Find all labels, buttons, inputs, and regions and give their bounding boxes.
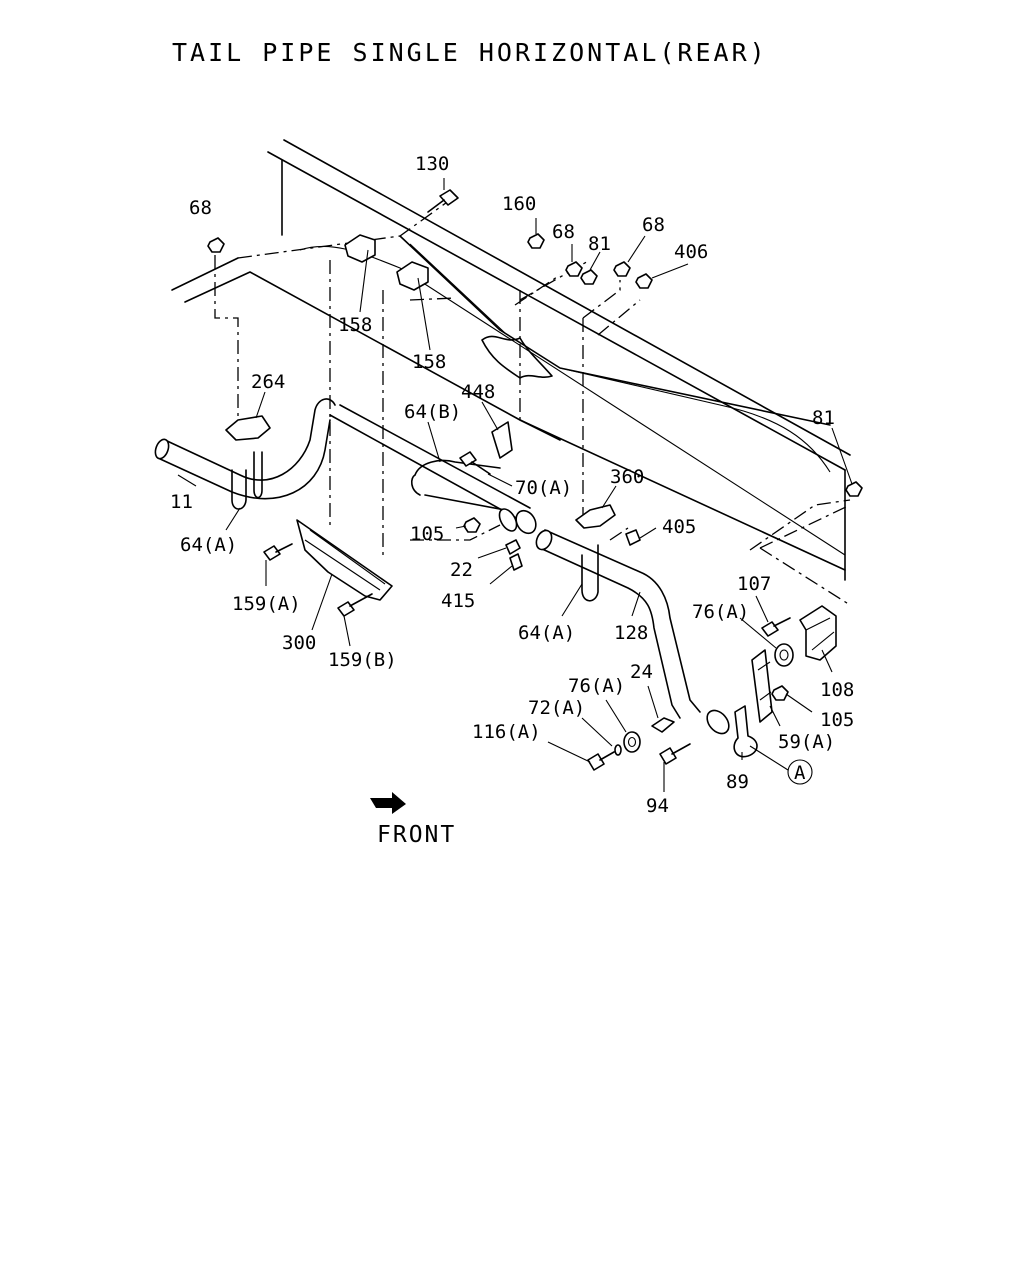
callout-107: 107 xyxy=(737,573,771,595)
tail-pipe-128 xyxy=(535,529,730,735)
callout-81: 81 xyxy=(588,233,611,255)
callout-264: 264 xyxy=(251,371,285,393)
pipe-64b-section xyxy=(410,421,537,535)
callout-130: 130 xyxy=(415,153,449,175)
callout-70a: 70(A) xyxy=(515,477,572,499)
callout-415: 415 xyxy=(441,590,475,612)
callout-158: 158 xyxy=(338,314,372,336)
reference-circle-a: A xyxy=(787,759,813,785)
callout-68: 68 xyxy=(642,214,665,236)
callout-116a: 116(A) xyxy=(472,721,541,743)
callout-72a: 72(A) xyxy=(528,697,585,719)
callout-leaders xyxy=(177,178,853,792)
callout-24: 24 xyxy=(630,661,653,683)
leader-lines xyxy=(214,199,851,555)
callout-406: 406 xyxy=(674,241,708,263)
callout-68: 68 xyxy=(189,197,212,219)
callout-11: 11 xyxy=(170,491,193,513)
callout-158: 158 xyxy=(412,351,446,373)
callout-405: 405 xyxy=(662,516,696,538)
bracket-108 xyxy=(799,605,837,661)
clamp-89 xyxy=(733,705,758,758)
callout-64a: 64(A) xyxy=(180,534,237,556)
callout-68: 68 xyxy=(552,221,575,243)
callout-64b: 64(B) xyxy=(404,401,461,423)
callout-160: 160 xyxy=(502,193,536,215)
tail-pipe-11 xyxy=(154,398,531,521)
callout-300: 300 xyxy=(282,632,316,654)
clamp-59a xyxy=(751,649,773,723)
front-label: FRONT xyxy=(377,822,456,848)
heat-shield-300 xyxy=(296,519,393,601)
callout-128: 128 xyxy=(614,622,648,644)
callout-360: 360 xyxy=(610,466,644,488)
front-arrow-icon xyxy=(370,792,406,814)
reference-a-label: A xyxy=(794,762,806,784)
callout-81: 81 xyxy=(812,407,835,429)
callout-labels: 130 68 160 68 81 68 406 158 158 264 448 … xyxy=(170,153,854,817)
callout-22: 22 xyxy=(450,559,473,581)
callout-64a: 64(A) xyxy=(518,622,575,644)
callout-448: 448 xyxy=(461,381,495,403)
callout-94: 94 xyxy=(646,795,669,817)
callout-59a: 59(A) xyxy=(778,731,835,753)
clamp-264 xyxy=(225,415,271,441)
callout-105: 105 xyxy=(820,709,854,731)
frame-rail xyxy=(171,139,851,606)
fasteners xyxy=(207,189,863,771)
u-bolt-64a-left xyxy=(231,451,263,510)
callout-89: 89 xyxy=(726,771,749,793)
callout-159a: 159(A) xyxy=(232,593,301,615)
clamp-360 xyxy=(575,504,616,529)
callout-108: 108 xyxy=(820,679,854,701)
callout-76a: 76(A) xyxy=(692,601,749,623)
callout-105: 105 xyxy=(410,523,444,545)
diagram-title: TAIL PIPE SINGLE HORIZONTAL(REAR) xyxy=(172,38,768,67)
callout-159b: 159(B) xyxy=(328,649,397,671)
hanger-bracket-158 xyxy=(344,234,429,291)
callout-76a: 76(A) xyxy=(568,675,625,697)
